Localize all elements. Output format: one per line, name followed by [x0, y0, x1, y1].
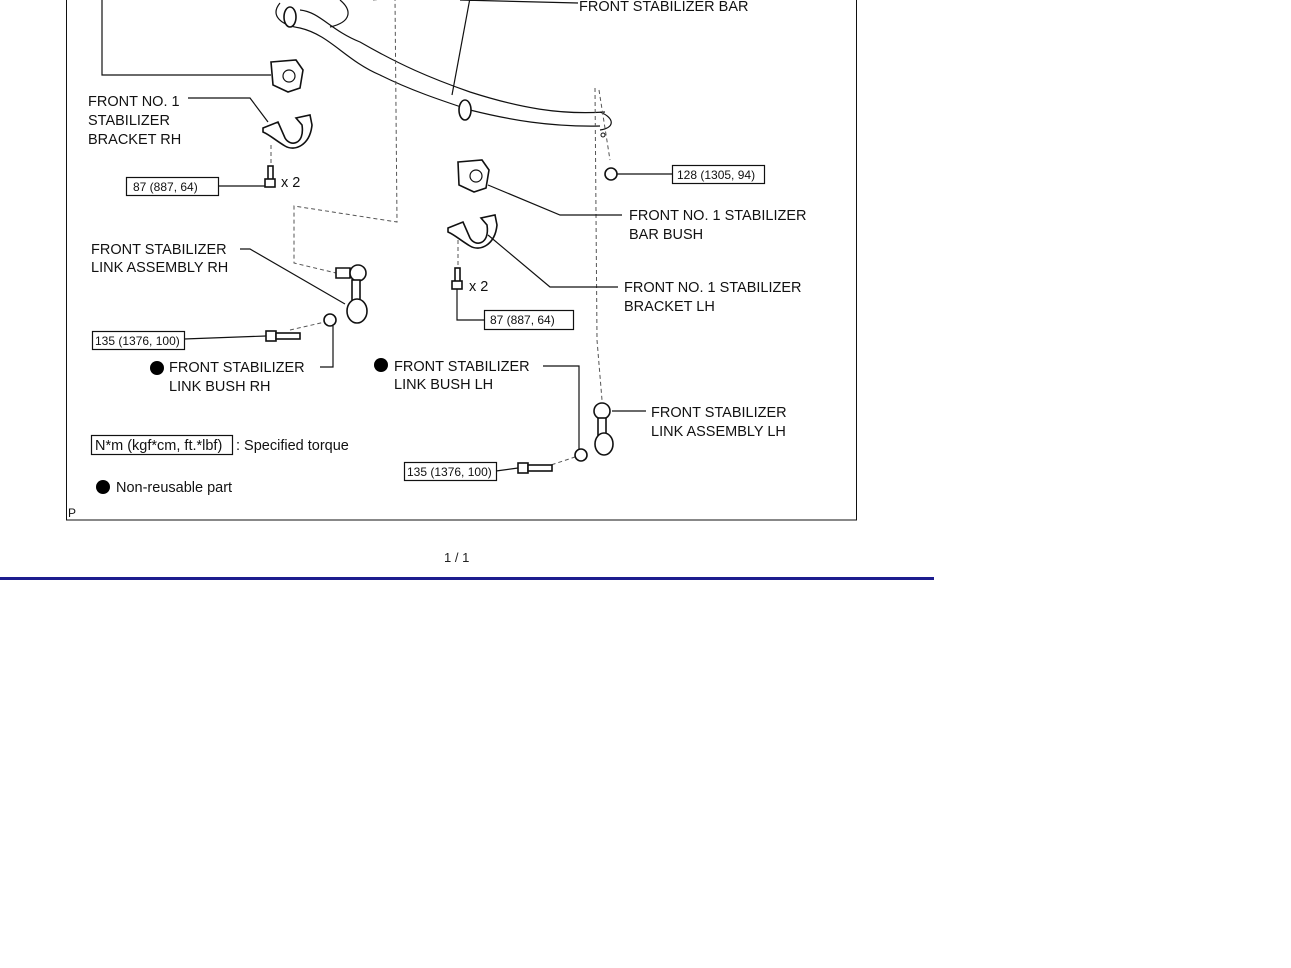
nut-icon [604, 167, 618, 181]
bolt-link-lh-icon [517, 462, 553, 474]
bracket-lh-drawing [447, 214, 498, 249]
torque-link-nut: 128 (1305, 94) [677, 168, 755, 182]
nonreusable-bullet-lh [374, 358, 388, 372]
legend-bullet-icon [96, 480, 110, 494]
nonreusable-bullet-rh [150, 361, 164, 375]
torque-link-rh: 135 (1376, 100) [95, 334, 180, 348]
stabilizer-bar-drawing [275, 0, 612, 138]
corner-mark: P [68, 506, 76, 520]
page-number: 1 / 1 [444, 550, 470, 565]
diagram-frame [66, 0, 857, 521]
quantity-lh: x 2 [469, 279, 488, 295]
bolt-lh-icon [451, 267, 463, 290]
quantity-rh: x 2 [281, 175, 300, 191]
link-assembly-lh-drawing [593, 402, 614, 456]
legend-nonreusable: Non-reusable part [116, 480, 232, 496]
bolt-rh-icon [264, 165, 276, 188]
bracket-rh-drawing [262, 114, 313, 149]
label-stabilizer-bar: FRONT STABILIZER BAR [579, 0, 748, 15]
bar-bush-rh-drawing [270, 59, 304, 93]
torque-bracket-rh: 87 (887, 64) [133, 180, 198, 194]
torque-bracket-lh: 87 (887, 64) [490, 313, 555, 327]
bolt-link-rh-icon [265, 330, 301, 342]
page-divider [0, 577, 934, 580]
legend-torque-desc: : Specified torque [236, 438, 349, 454]
bar-bush-lh-drawing [457, 159, 490, 193]
link-assembly-rh-drawing [335, 264, 368, 324]
legend-torque-unit: N*m (kgf*cm, ft.*lbf) [95, 438, 222, 454]
torque-link-lh: 135 (1376, 100) [407, 465, 492, 479]
